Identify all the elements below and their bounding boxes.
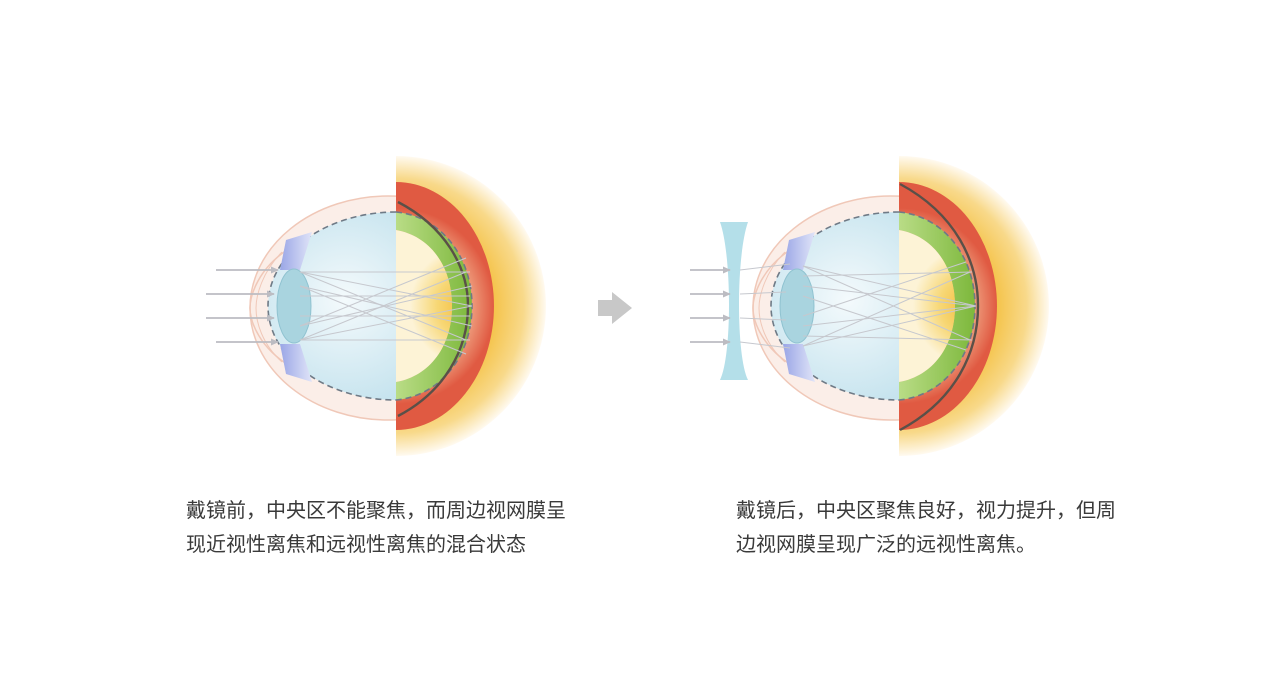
- incoming-light-rays: [690, 266, 731, 346]
- cornea: [752, 247, 794, 367]
- crystalline-lens: [779, 268, 815, 344]
- iris-bottom: [783, 344, 815, 382]
- macula-area: [396, 230, 452, 382]
- iris-bottom: [280, 344, 312, 382]
- crystalline-lens: [276, 268, 312, 344]
- eye-after-glasses: [690, 156, 1049, 456]
- concave-lens-icon: [720, 222, 748, 380]
- cornea: [249, 247, 291, 367]
- caption-before: 戴镜前，中央区不能聚焦，而周边视网膜呈 现近视性离焦和远视性离焦的混合状态: [186, 493, 566, 561]
- caption-after: 戴镜后，中央区聚焦良好，视力提升，但周 边视网膜呈现广泛的远视性离焦。: [736, 493, 1116, 561]
- caption-after-line2: 边视网膜呈现广泛的远视性离焦。: [736, 532, 1036, 556]
- right-arrow-icon: [598, 292, 632, 324]
- iris-top: [783, 232, 815, 270]
- macula-area: [899, 230, 955, 382]
- caption-before-line2: 现近视性离焦和远视性离焦的混合状态: [186, 532, 526, 556]
- retina-layer: [899, 212, 975, 400]
- iris-top: [280, 232, 312, 270]
- retina-layer: [396, 212, 472, 400]
- incoming-light-rays: [206, 266, 279, 346]
- retina-curve: [899, 182, 980, 432]
- caption-after-line1: 戴镜后，中央区聚焦良好，视力提升，但周: [736, 498, 1116, 522]
- eye-before-glasses: [206, 156, 546, 456]
- retina-curve: [397, 200, 470, 418]
- refracted-light-rays: [299, 257, 473, 355]
- refracted-light-rays: [802, 261, 977, 351]
- diverged-light-rays: [739, 263, 791, 349]
- caption-before-line1: 戴镜前，中央区不能聚焦，而周边视网膜呈: [186, 498, 566, 522]
